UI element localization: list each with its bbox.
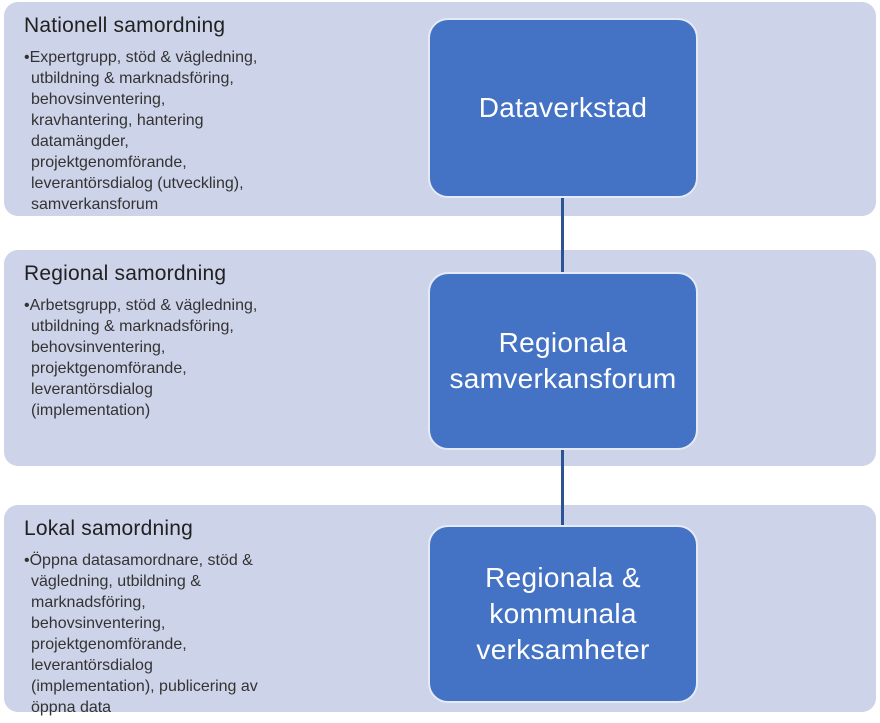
node-label: Regionala samverkansforum	[449, 327, 677, 394]
band-bullets-regional: •Arbetsgrupp, stöd & vägledning, utbildn…	[24, 297, 258, 419]
band-bullets-nationell: •Expertgrupp, stöd & vägledning, utbildn…	[24, 49, 258, 213]
node-regionala-samverkansforum: Regionala samverkansforum	[428, 272, 698, 450]
node-regionala-kommunala-verksamheter: Regionala & kommunala verksamheter	[428, 525, 698, 703]
band-bullets-lokal: •Öppna datasamordnare, stöd & vägledning…	[24, 552, 258, 716]
connector-line-top	[561, 190, 564, 285]
node-label: Dataverkstad	[478, 92, 648, 123]
connector-line-bottom	[561, 440, 564, 535]
band-heading-regional: Regional samordning	[24, 262, 227, 285]
node-dataverkstad: Dataverkstad	[428, 18, 698, 198]
node-label: Regionala & kommunala verksamheter	[476, 562, 650, 665]
band-heading-nationell: Nationell samordning	[24, 14, 226, 37]
band-heading-lokal: Lokal samordning	[24, 517, 193, 540]
